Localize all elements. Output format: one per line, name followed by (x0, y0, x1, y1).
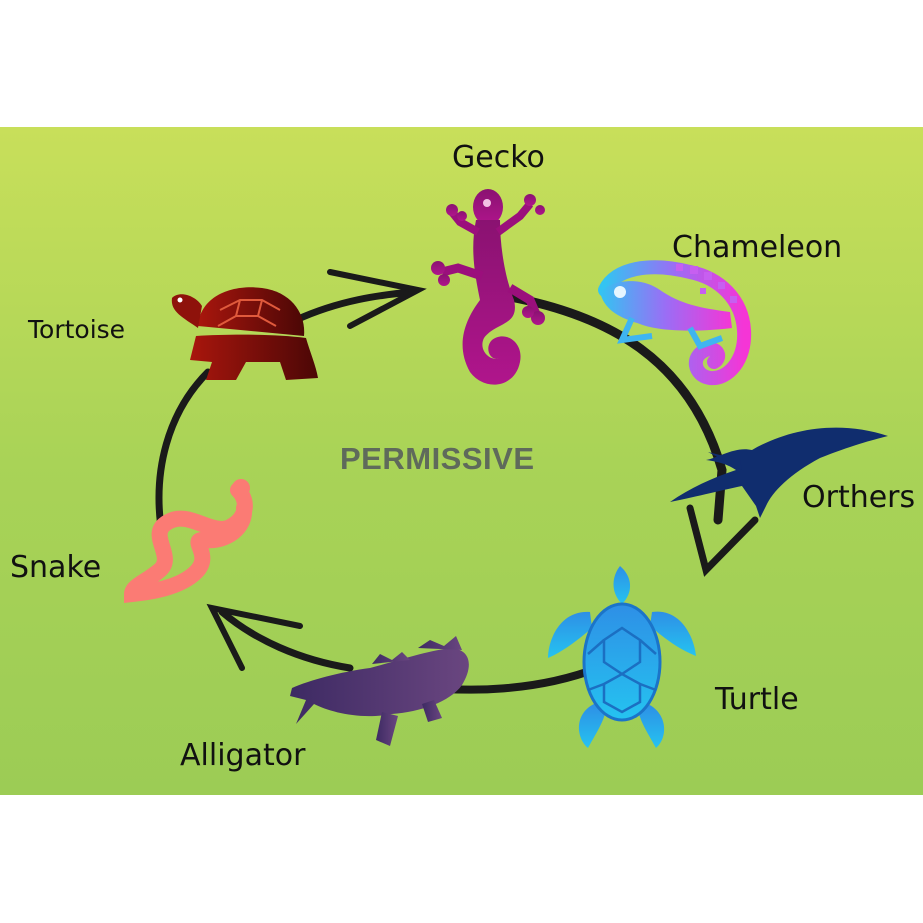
chameleon-icon (600, 264, 744, 378)
label-gecko: Gecko (452, 140, 545, 175)
sea-turtle-icon (548, 566, 696, 748)
label-snake: Snake (10, 550, 101, 585)
gecko-icon (431, 189, 545, 385)
tortoise-icon (172, 287, 318, 380)
label-chameleon: Chameleon (672, 230, 842, 265)
label-turtle: Turtle (715, 682, 799, 717)
snake-icon (132, 479, 250, 594)
arc-tortoise-to-gecko (296, 292, 412, 320)
center-label: PERMISSIVE (340, 441, 535, 477)
label-tortoise: Tortoise (28, 315, 125, 344)
label-others: Orthers (802, 480, 915, 515)
label-alligator: Alligator (180, 738, 305, 773)
alligator-icon (290, 636, 469, 746)
